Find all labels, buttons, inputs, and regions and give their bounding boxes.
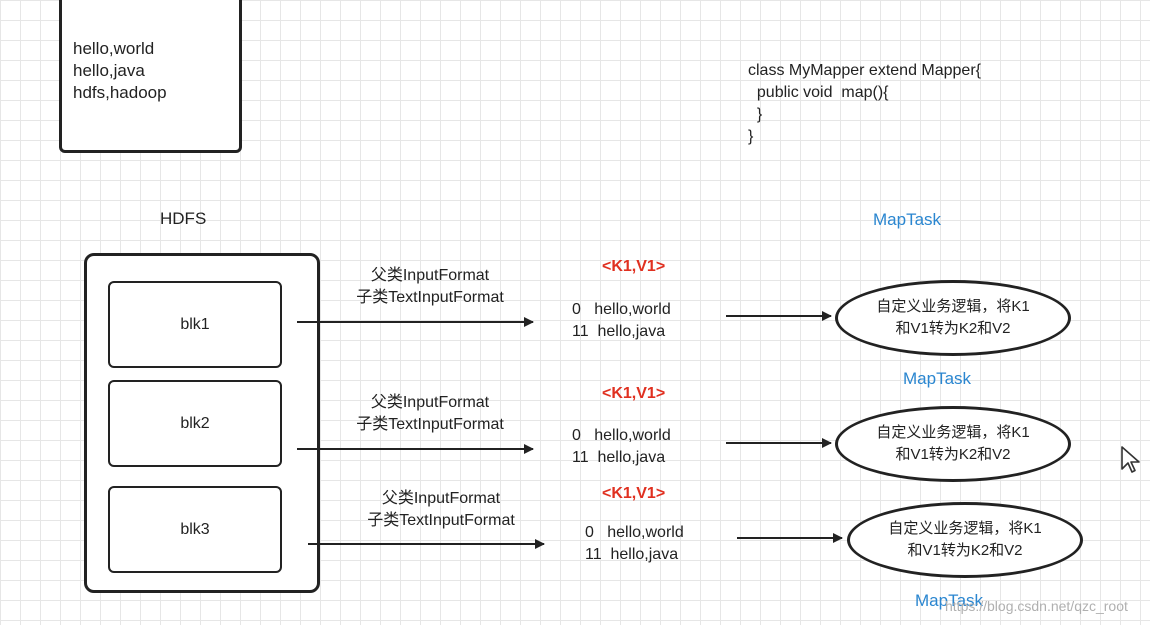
kv-records: 0 hello,world 11 hello,java bbox=[572, 299, 671, 343]
source-file-line: hdfs,hadoop bbox=[73, 83, 167, 102]
input-format-child: 子类TextInputFormat bbox=[356, 289, 504, 306]
hdfs-label: HDFS bbox=[160, 209, 207, 228]
mouse-cursor-icon bbox=[1121, 446, 1140, 473]
block-label: blk1 bbox=[180, 315, 210, 333]
kv-records: 0 hello,world 11 hello,java bbox=[572, 425, 671, 469]
kv-record: 11 hello,java bbox=[585, 546, 679, 563]
source-file-line: hello,world bbox=[73, 39, 155, 58]
kv-record: 0 hello,world bbox=[572, 427, 671, 444]
map-logic-text: 自定义业务逻辑，将K1 bbox=[888, 520, 1042, 537]
code-line: public void map(){ bbox=[748, 84, 889, 101]
maptask-label: MapTask bbox=[873, 210, 942, 229]
input-format-child: 子类TextInputFormat bbox=[367, 512, 515, 529]
map-logic-ellipse: 自定义业务逻辑，将K1 和V1转为K2和V2 bbox=[847, 502, 1083, 578]
block-blk2: blk2 bbox=[108, 380, 282, 467]
watermark: https://blog.csdn.net/qzc_root bbox=[945, 598, 1128, 614]
input-format-parent: 父类InputFormat bbox=[370, 394, 490, 411]
map-logic-text: 自定义业务逻辑，将K1 bbox=[876, 298, 1030, 315]
kv-header: <K1,V1> bbox=[602, 385, 666, 402]
map-logic-text: 和V1转为K2和V2 bbox=[895, 320, 1011, 337]
input-format-parent: 父类InputFormat bbox=[381, 490, 501, 507]
map-logic-text: 自定义业务逻辑，将K1 bbox=[876, 424, 1030, 441]
source-file-content: hello,world hello,java hdfs,hadoop bbox=[73, 38, 167, 104]
map-logic-ellipse: 自定义业务逻辑，将K1 和V1转为K2和V2 bbox=[835, 280, 1071, 356]
kv-header: <K1,V1> bbox=[602, 485, 666, 502]
kv-header: <K1,V1> bbox=[602, 258, 666, 275]
map-logic-text: 和V1转为K2和V2 bbox=[907, 542, 1023, 559]
kv-record: 11 hello,java bbox=[572, 323, 666, 340]
maptask-label: MapTask bbox=[915, 591, 984, 610]
map-logic-ellipse: 自定义业务逻辑，将K1 和V1转为K2和V2 bbox=[835, 406, 1071, 482]
source-file-line: hello,java bbox=[73, 61, 145, 80]
code-line: } bbox=[748, 106, 763, 123]
block-blk1: blk1 bbox=[108, 281, 282, 368]
mapper-code: class MyMapper extend Mapper{ public voi… bbox=[748, 38, 981, 170]
kv-record: 0 hello,world bbox=[572, 301, 671, 318]
kv-records: 0 hello,world 11 hello,java bbox=[585, 522, 684, 566]
code-line: } bbox=[748, 128, 754, 145]
kv-record: 0 hello,world bbox=[585, 524, 684, 541]
block-label: blk2 bbox=[180, 414, 210, 432]
input-format-parent: 父类InputFormat bbox=[370, 267, 490, 284]
code-line: class MyMapper extend Mapper{ bbox=[748, 62, 981, 79]
map-logic-text: 和V1转为K2和V2 bbox=[895, 446, 1011, 463]
source-file-box bbox=[59, 0, 242, 153]
input-format-label: 父类InputFormat 子类TextInputFormat bbox=[340, 265, 520, 309]
input-format-label: 父类InputFormat 子类TextInputFormat bbox=[340, 392, 520, 436]
block-blk3: blk3 bbox=[108, 486, 282, 573]
input-format-label: 父类InputFormat 子类TextInputFormat bbox=[351, 488, 531, 532]
kv-record: 11 hello,java bbox=[572, 449, 666, 466]
input-format-child: 子类TextInputFormat bbox=[356, 416, 504, 433]
block-label: blk3 bbox=[180, 520, 210, 538]
maptask-label: MapTask bbox=[903, 369, 972, 388]
